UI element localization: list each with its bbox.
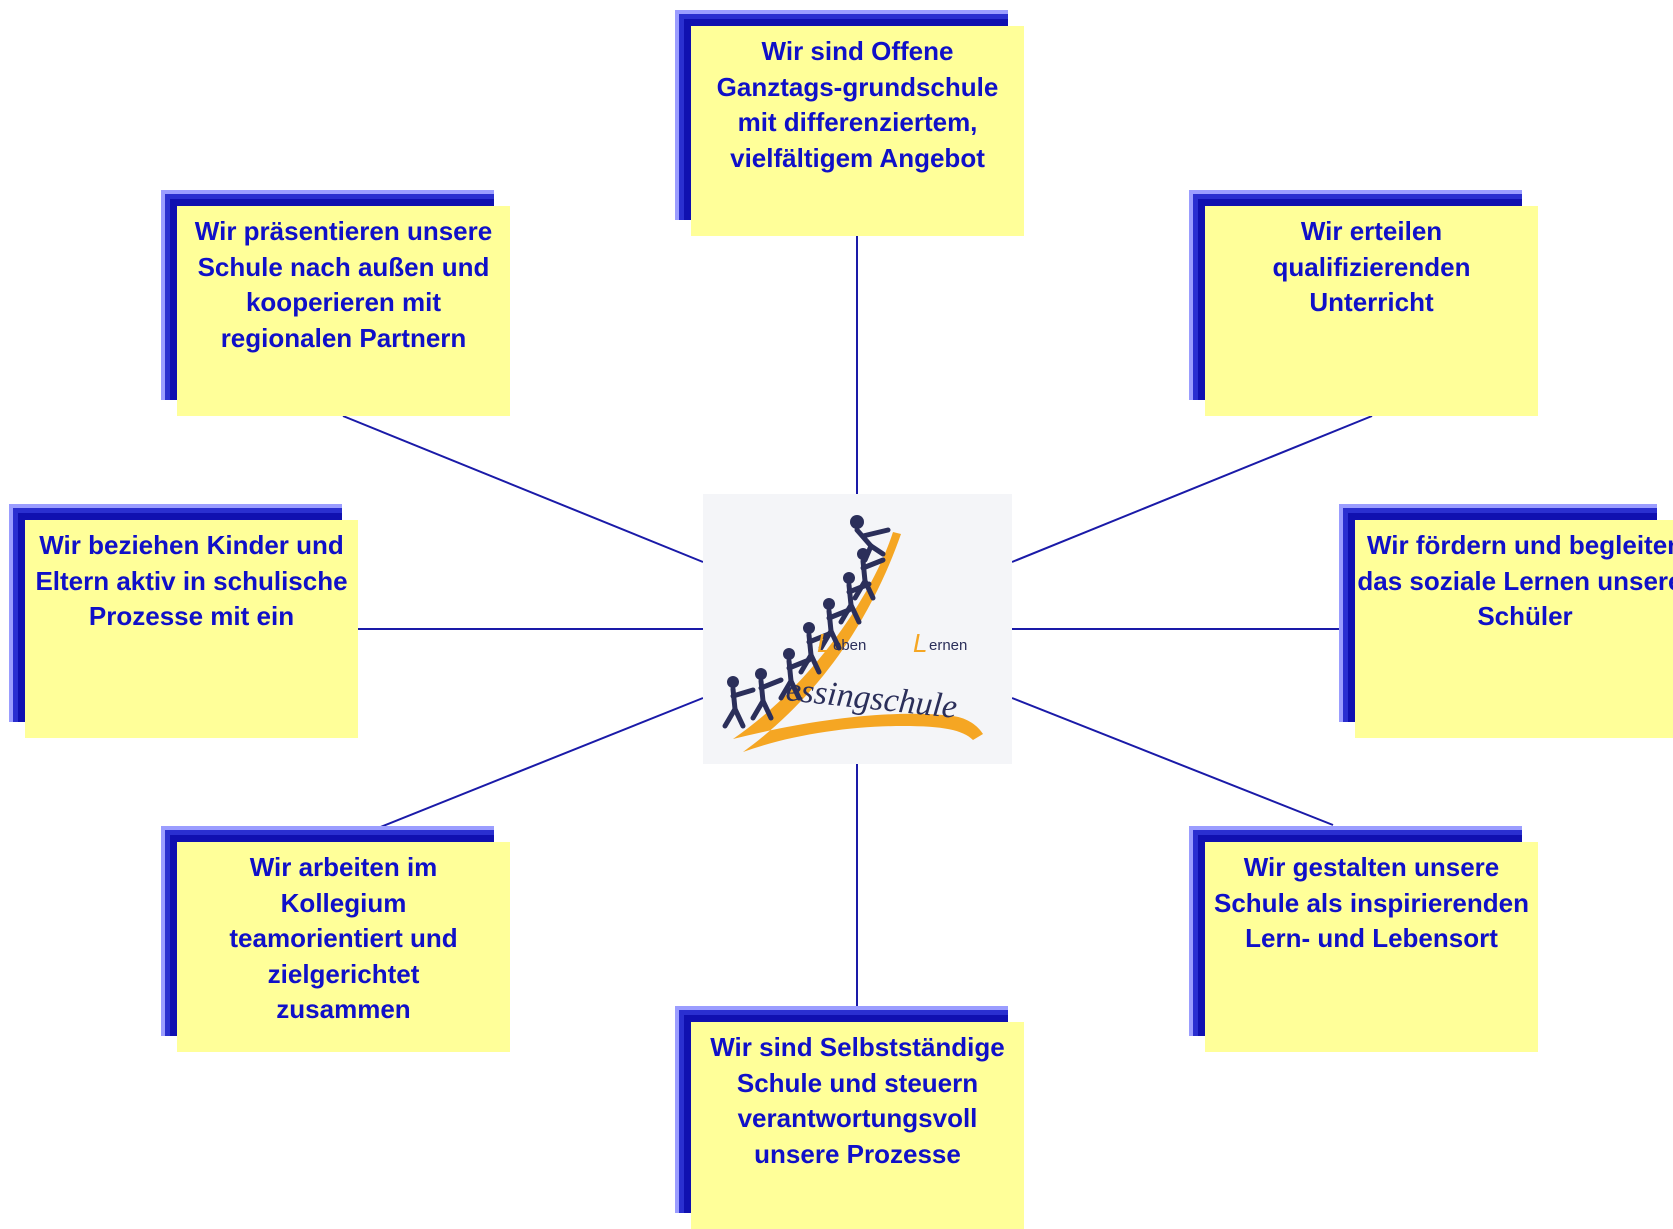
node-top: Wir sind Offene Ganztags-grundschule mit… [691,26,1024,236]
logo-leben-label: eben [833,637,866,654]
connector-top-right [1012,416,1372,562]
school-logo-graphic: L eben L ernen essingschule [703,494,1012,764]
node-bottom-left-text: Wir arbeiten im Kollegium teamorientiert… [177,842,510,1052]
node-bottom-left: Wir arbeiten im Kollegium teamorientiert… [177,842,510,1052]
node-bottom-text: Wir sind Selbstständige Schule und steue… [691,1022,1024,1229]
logo-leben-initial: L [817,628,831,658]
node-bottom-right: Wir gestalten unsere Schule als inspirie… [1205,842,1538,1052]
connector-bottom-left [343,698,703,842]
connector-bottom-right [1012,698,1333,825]
node-top-text: Wir sind Offene Ganztags-grundschule mit… [691,26,1024,236]
node-top-left-text: Wir präsentieren unsere Schule nach auße… [177,206,510,416]
node-right-text: Wir fördern und begleiten das soziale Le… [1355,520,1673,738]
node-top-left: Wir präsentieren unsere Schule nach auße… [177,206,510,416]
node-bottom: Wir sind Selbstständige Schule und steue… [691,1022,1024,1229]
node-top-right: Wir erteilen qualifizierenden Unterricht [1205,206,1538,416]
node-left: Wir beziehen Kinder und Eltern aktiv in … [25,520,358,738]
logo-lernen-label: ernen [929,637,967,654]
logo-lernen-initial: L [913,628,927,658]
node-top-right-text: Wir erteilen qualifizierenden Unterricht [1205,206,1538,416]
node-left-text: Wir beziehen Kinder und Eltern aktiv in … [25,520,358,738]
connector-top-left [343,416,703,562]
node-right: Wir fördern und begleiten das soziale Le… [1355,520,1673,738]
node-bottom-right-text: Wir gestalten unsere Schule als inspirie… [1205,842,1538,1052]
school-logo: L eben L ernen essingschule [703,494,1012,764]
